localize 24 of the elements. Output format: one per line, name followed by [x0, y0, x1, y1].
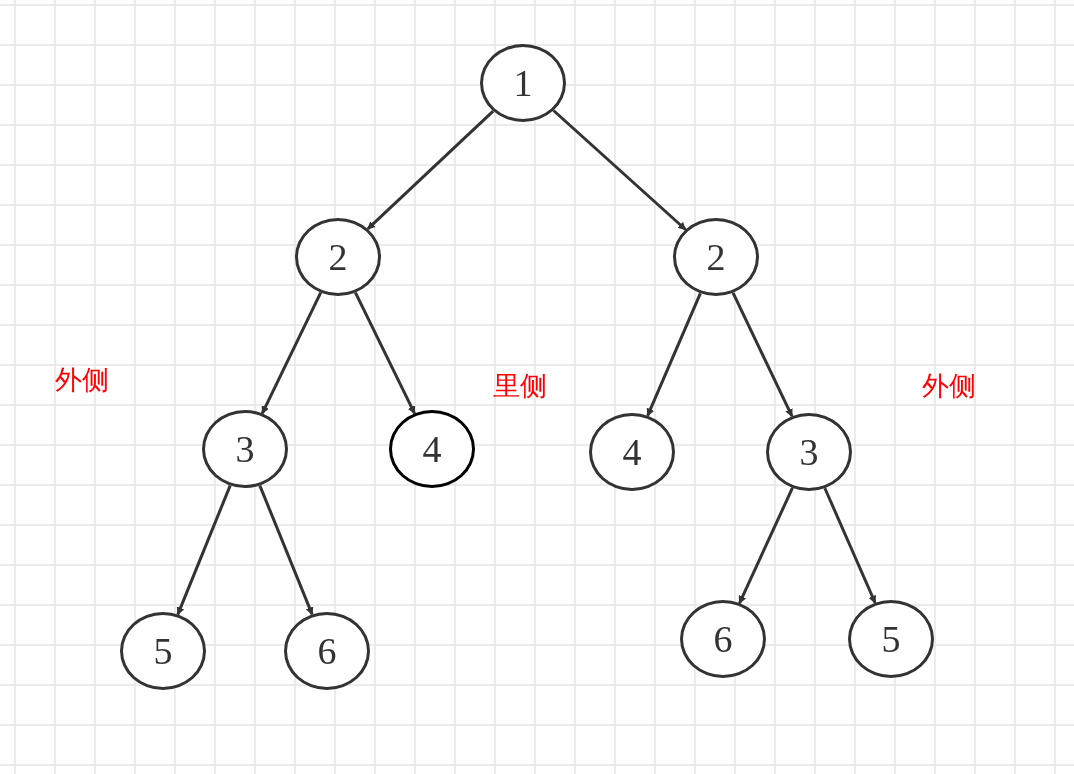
tree-node: 6 — [284, 612, 370, 690]
side-label: 外侧 — [922, 369, 976, 403]
arrow — [258, 485, 314, 616]
arrow — [176, 485, 232, 616]
arrow — [731, 292, 794, 418]
tree-node: 3 — [202, 410, 288, 488]
arrow — [366, 109, 495, 231]
tree-node: 2 — [673, 218, 759, 296]
side-label: 里侧 — [493, 369, 547, 403]
tree-node: 5 — [848, 600, 934, 678]
tree-node: 6 — [680, 600, 766, 678]
side-label: 外侧 — [55, 363, 109, 397]
arrow — [738, 487, 794, 604]
tree-node: 1 — [480, 44, 566, 122]
arrow — [354, 292, 416, 415]
tree-node: 4 — [389, 410, 475, 488]
arrow — [823, 487, 877, 604]
tree-node: 2 — [295, 218, 381, 296]
arrow — [646, 292, 702, 417]
tree-node: 4 — [589, 413, 675, 491]
arrow — [260, 292, 323, 415]
tree-node: 5 — [120, 612, 206, 690]
tree-node: 3 — [766, 413, 852, 491]
arrow — [552, 109, 687, 231]
